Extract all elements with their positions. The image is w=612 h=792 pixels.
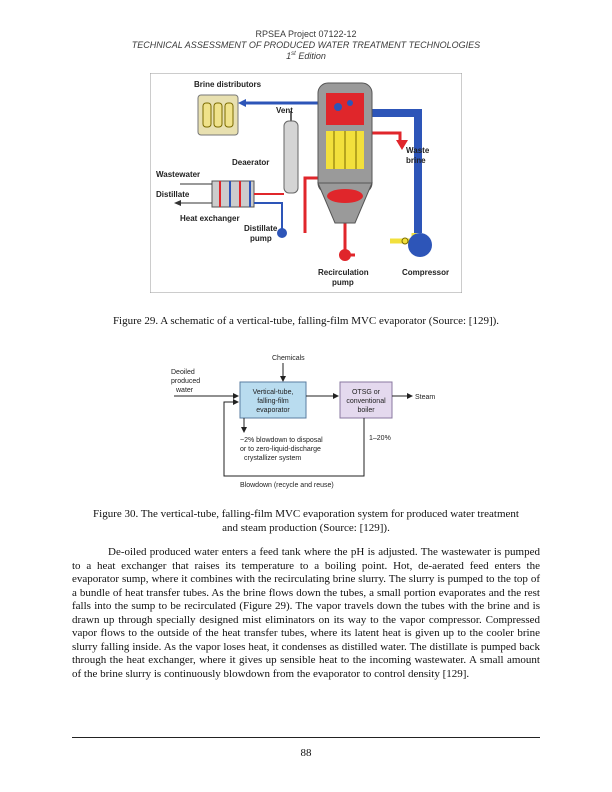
label-deoiled-3: water xyxy=(175,387,194,394)
brine-sump-icon xyxy=(327,189,363,203)
figure-30-caption-line-2: and steam production (Source: [129]). xyxy=(222,522,390,534)
mvc-evaporator-schematic: Brine distributors Vent Deaerator Wastew… xyxy=(150,73,462,293)
label-deaerator: Deaerator xyxy=(232,158,269,167)
waste-brine-arrow xyxy=(396,140,408,150)
label-recirculation-pump-1: Recirculation xyxy=(318,268,369,277)
label-evaporator-1: Vertical-tube, xyxy=(253,389,294,396)
label-distillate-pump-2: pump xyxy=(250,234,272,243)
label-boiler-2: conventional xyxy=(346,398,386,405)
label-waste-brine-2: brine xyxy=(406,156,426,165)
valve-icon xyxy=(401,237,409,245)
header-project: RPSEA Project 07122-12 xyxy=(255,29,357,39)
footer-rule xyxy=(72,737,540,738)
label-boiler-1: OTSG or xyxy=(352,389,381,396)
recirculation-pump-icon xyxy=(339,249,351,261)
distributor-cylinder xyxy=(224,102,234,128)
distillate-pump-icon xyxy=(277,228,287,238)
label-recirculation-pump-2: pump xyxy=(332,278,354,287)
edition-number: 1 xyxy=(286,51,292,61)
vapor-bubble-icon xyxy=(347,100,353,106)
header-edition: 1st Edition xyxy=(0,51,612,61)
edition-suffix: st xyxy=(291,51,296,57)
label-steam: Steam xyxy=(415,394,435,401)
label-deoiled-1: Deoiled xyxy=(171,369,195,376)
label-blowdown-2: or to zero-liquid-discharge xyxy=(240,446,321,453)
label-vent: Vent xyxy=(276,106,293,115)
distillate-return-line xyxy=(254,202,283,233)
label-blowdown-3: crystallizer system xyxy=(244,455,301,462)
compressor-icon xyxy=(408,233,432,257)
label-percent: 1–20% xyxy=(369,435,391,442)
distributor-cylinder xyxy=(202,102,212,128)
label-chemicals: Chemicals xyxy=(272,355,305,362)
mvc-process-flow-diagram: Chemicals Deoiled produced water Vertica… xyxy=(171,355,435,489)
page-number: 88 xyxy=(300,747,312,759)
distributor-cylinder xyxy=(213,102,223,128)
label-blowdown-1: ~2% blowdown to disposal xyxy=(240,437,323,444)
label-heat-exchanger: Heat exchanger xyxy=(180,214,240,223)
mist-eliminator xyxy=(326,93,364,125)
figure-29-caption: Figure 29. A schematic of a vertical-tub… xyxy=(112,315,500,327)
figure-30-caption-line-1: Figure 30. The vertical-tube, falling-fi… xyxy=(93,508,519,520)
boiler-box xyxy=(339,381,393,419)
recycle-loop xyxy=(223,399,365,477)
edition-word: Edition xyxy=(295,51,326,61)
label-evaporator-2: falling-film xyxy=(257,398,289,405)
vapor-duct xyxy=(372,109,422,233)
body-paragraph: De-oiled produced water enters a feed ta… xyxy=(72,546,540,680)
label-recycle: Blowdown (recycle and reuse) xyxy=(240,482,334,489)
label-boiler-3: boiler xyxy=(357,407,375,414)
label-distillate: Distillate xyxy=(156,190,190,199)
deaerator-icon xyxy=(283,120,299,194)
figure-30-caption: Figure 30. The vertical-tube, falling-fi… xyxy=(72,507,540,535)
brine-distributor-arrow xyxy=(238,99,246,107)
heat-exchanger-icon xyxy=(211,180,255,208)
evaporator-box xyxy=(239,381,307,419)
vapor-bubble-icon xyxy=(334,103,342,111)
label-wastewater: Wastewater xyxy=(156,170,200,179)
label-waste-brine-1: Waste xyxy=(406,146,430,155)
label-brine-distributors: Brine distributors xyxy=(194,80,262,89)
label-distillate-pump-1: Distillate xyxy=(244,224,278,233)
label-compressor: Compressor xyxy=(402,268,449,277)
label-evaporator-3: evaporator xyxy=(256,407,290,414)
waste-brine-line xyxy=(368,131,402,143)
header-title: TECHNICAL ASSESSMENT OF PRODUCED WATER T… xyxy=(131,40,481,50)
label-deoiled-2: produced xyxy=(171,378,200,385)
distillate-arrow xyxy=(174,200,181,206)
